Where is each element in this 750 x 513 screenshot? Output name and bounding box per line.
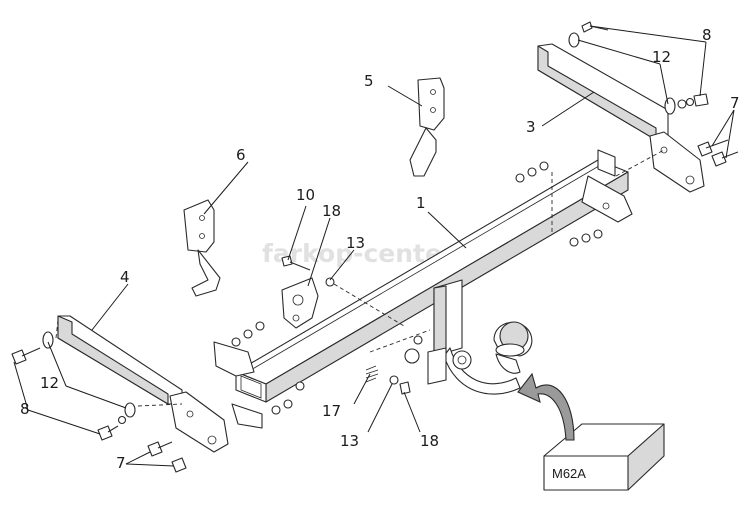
left-side-bracket <box>57 315 229 453</box>
callout-12-right: 12 <box>652 48 671 66</box>
callout-6: 6 <box>236 146 246 164</box>
callout-10: 10 <box>296 186 315 204</box>
callout-13-upper: 13 <box>346 234 365 252</box>
callout-labels: 1 3 4 5 6 7 7 8 8 10 12 12 13 13 17 18 1… <box>20 26 740 472</box>
callout-8-left: 8 <box>20 400 30 418</box>
callout-17: 17 <box>322 402 341 420</box>
direction-arrow <box>517 372 575 441</box>
callout-7-left: 7 <box>116 454 126 472</box>
callout-7-right: 7 <box>730 94 740 112</box>
callout-1: 1 <box>416 194 426 212</box>
hardware-right-side <box>697 139 739 167</box>
callout-5: 5 <box>364 72 374 90</box>
hardware-beam-right <box>515 161 603 247</box>
tow-ball-assembly <box>404 279 533 395</box>
bracket-part-5 <box>409 77 445 177</box>
model-code-label: M62A <box>552 466 586 481</box>
callout-4: 4 <box>120 268 130 286</box>
left-mount-plate <box>213 341 263 429</box>
hardware-beam-left <box>231 321 305 415</box>
callout-12-left: 12 <box>40 374 59 392</box>
right-side-bracket <box>537 43 705 193</box>
callout-3: 3 <box>526 118 536 136</box>
model-box: M62A <box>543 423 665 491</box>
socket-plate <box>281 277 319 329</box>
callout-18-lower: 18 <box>420 432 439 450</box>
leader-lines <box>13 25 735 467</box>
hardware-socket-bolts <box>281 255 411 395</box>
bracket-part-6 <box>183 199 221 297</box>
callout-13-lower: 13 <box>340 432 359 450</box>
alignment-lines <box>55 149 665 407</box>
callout-18-upper: 18 <box>322 202 341 220</box>
right-mount-plate <box>581 175 633 223</box>
hardware-left-side <box>11 331 187 473</box>
callout-8-right: 8 <box>702 26 712 44</box>
